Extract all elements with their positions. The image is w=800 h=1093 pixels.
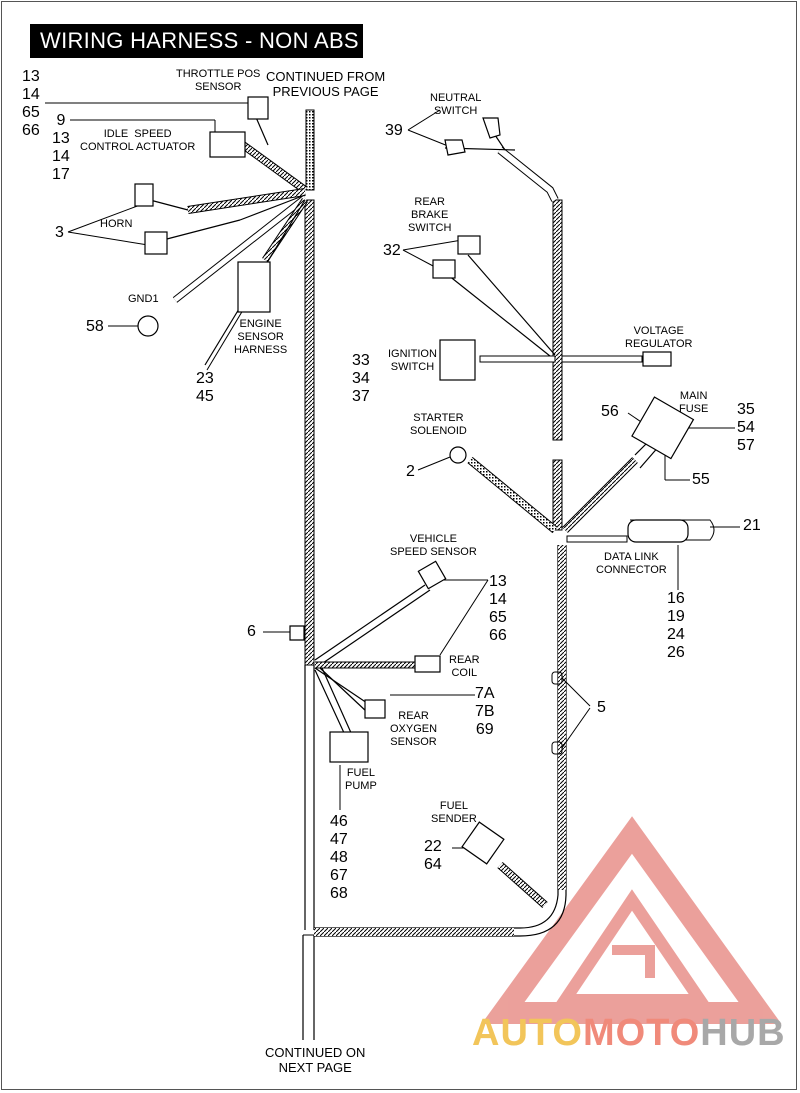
watermark-text-auto: AUTO [472,1012,583,1054]
watermark-text-moto: MOTO [582,1012,701,1054]
tie-refs: 5 [597,699,606,716]
vehicle-speed-refs: 13 14 65 66 [489,573,507,644]
horn-upper-part [134,183,154,207]
fuel-pump-label: FUEL PUMP [345,767,377,792]
components [134,96,695,865]
rear-coil-connector [414,655,441,673]
rear-brake-part-1 [457,235,481,255]
leader-lines [45,102,740,849]
main-fuse-refs-right: 35 54 57 [737,401,755,454]
horn-label: HORN [100,218,133,230]
engine-sensor-refs: 23 45 [196,370,214,405]
fuel-pump-connector [329,731,369,763]
watermark-text-hub: HUB [700,1012,786,1054]
rear-brake-part-2 [432,259,456,279]
neutral-switch-part-1 [482,117,501,139]
data-link-connector-body [627,519,689,543]
throttle-pos-label: THROTTLE POS SENSOR [176,68,261,93]
fuel-sender-label: FUEL SENDER [431,800,477,825]
engine-sensor-connector [237,261,271,313]
ignition-label: IGNITION SWITCH [388,348,437,373]
fuel-sender-connector [461,821,505,865]
voltage-regulator-label: VOLTAGE REGULATOR [625,325,693,350]
voltage-regulator-connector [642,351,672,367]
ignition-switch-body [439,339,476,381]
clip-refs: 6 [247,623,256,640]
watermark-text: AUTOMOTOHUB [472,1012,786,1055]
data-link-refs-right: 21 [743,517,761,534]
horn-refs: 3 [55,224,64,241]
continued-on-label: CONTINUED ON NEXT PAGE [265,1045,366,1075]
lower-branches [314,584,548,908]
main-fuse-refs-left: 56 [601,403,619,420]
watermark-logo [481,816,782,1024]
idle-speed-refs: 9 13 14 17 [52,112,70,183]
neutral-switch-refs: 39 [385,122,403,139]
rear-oxygen-label: REAR OXYGEN SENSOR [390,710,438,748]
gnd1-refs: 58 [86,318,104,335]
main-fuse-label: MAIN FUSE [679,390,709,415]
gnd1-label: GND1 [128,293,159,305]
gnd1-ring [137,315,159,337]
ignition-refs: 33 34 37 [352,352,370,405]
main-trunk [302,109,315,1040]
data-link-refs-bottom: 16 19 24 26 [667,590,685,661]
horn-lower-part [144,231,168,255]
data-link-label: DATA LINK CONNECTOR [596,551,667,576]
neutral-switch-part-2 [444,139,466,156]
fuel-sender-refs: 22 64 [424,838,442,873]
rear-brake-refs: 32 [383,242,401,259]
rear-oxygen-connector [364,699,386,719]
right-trunk [497,146,563,531]
throttle-pos-refs: 13 14 65 66 [22,68,40,139]
starter-refs: 2 [406,463,415,480]
main-fuse-refs-bottom: 55 [692,471,710,488]
continued-from-label: CONTINUED FROM PREVIOUS PAGE [266,69,386,99]
left-branches [149,114,308,366]
clip-part [289,625,305,641]
page-title: WIRING HARNESS - NON ABS [30,24,363,58]
engine-sensor-label: ENGINE SENSOR HARNESS [234,318,288,356]
rear-oxygen-refs: 7A 7B 69 [475,685,495,738]
rear-coil-label: REAR COIL [449,654,480,679]
idle-speed-label: IDLE SPEED CONTROL ACTUATOR [80,128,196,153]
main-fuse-body [631,396,695,460]
starter-ring [449,446,467,464]
idle-speed-connector [209,131,246,158]
starter-label: STARTER SOLENOID [410,412,467,437]
fuel-pump-refs: 46 47 48 67 68 [330,813,348,902]
neutral-switch-label: NEUTRAL SWITCH [430,92,482,117]
throttle-pos-connector [247,96,269,120]
vehicle-speed-label: VEHICLE SPEED SENSOR [390,533,477,558]
rear-brake-label: REAR BRAKE SWITCH [408,196,452,234]
right-branches [444,119,715,543]
vehicle-speed-connector [417,560,447,590]
